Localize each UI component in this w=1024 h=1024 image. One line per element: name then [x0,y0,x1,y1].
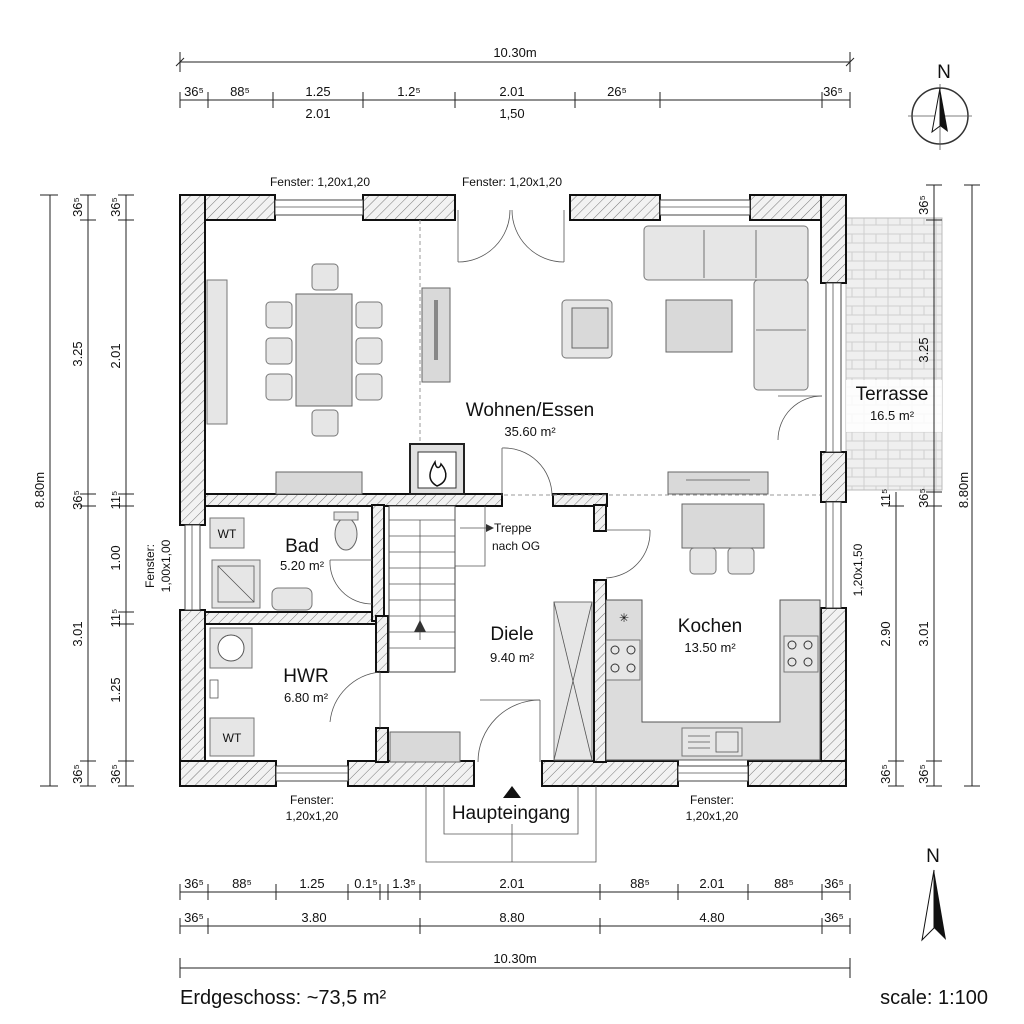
right-outer-1: 36⁵ [916,195,931,215]
room-hwr-area: 6.80 m² [284,690,329,705]
right-total-dimension: 8.80m [956,472,971,508]
entrance-label: Haupteingang [452,803,570,824]
window-label-bottom-right-1: Fenster: [690,793,734,807]
kitchen-fixtures: ✳ [605,503,821,761]
right-window-dimension: 1,20x1,50 [851,543,865,596]
top-dimensions: 10.30m 36⁵ 88⁵ 1.25 1.2⁵ 2.01 26⁵ 36⁵ 2.… [175,45,855,121]
floor-title: Erdgeschoss: ~73,5 m² [180,987,387,1009]
svg-text:✳: ✳ [619,611,629,625]
right-dimensions: 8.80m 36⁵ 3.25 11⁵ 3.01 36⁵ 36⁵ 2.90 36⁵… [851,184,980,787]
left-outer-1: 36⁵ [70,197,85,217]
doors [329,209,823,763]
bottom-dim-10: 36⁵ [824,876,844,891]
right-outer-3: 11⁵ [878,489,893,508]
top-dim-1: 36⁵ [184,84,204,99]
bottom-dim-12: 3.80 [301,910,326,925]
bottom-dim-7: 88⁵ [630,876,650,891]
left-inner-7: 36⁵ [108,764,123,784]
room-kochen-area: 13.50 m² [684,640,736,655]
bottom-dim-3: 1.25 [299,876,324,891]
right-outer-2: 3.25 [916,337,931,362]
top-dim-9: 1,50 [499,106,524,121]
right-inner-1: 36⁵ [916,488,931,508]
left-total-dimension: 8.80m [32,472,47,508]
room-wohnen-name: Wohnen/Essen [466,400,595,421]
right-inner-2: 2.90 [878,621,893,646]
right-outer-5: 36⁵ [916,764,931,784]
top-dim-2: 88⁵ [230,84,250,99]
window-label-left-2: 1,00x1,00 [159,539,173,592]
north-label-bottom: N [926,846,940,867]
bottom-dim-4: 0.1⁵ [354,876,377,891]
room-diele-area: 9.40 m² [490,650,535,665]
stairs-label-2: nach OG [492,539,540,553]
top-dim-5: 2.01 [499,84,524,99]
fireplace-icon [409,443,465,495]
bathroom-fixtures: WT [209,511,359,611]
terrace-name: Terrasse [856,384,929,405]
window-label-top-mid: Fenster: 1,20x1,20 [462,175,562,189]
room-bad-name: Bad [285,536,319,557]
window-label-top-left: Fenster: 1,20x1,20 [270,175,370,189]
north-arrow-top: N [908,62,972,150]
top-total-dimension: 10.30m [493,45,536,60]
bottom-total-dimension: 10.30m [493,951,536,966]
right-outer-4: 3.01 [916,621,931,646]
left-inner-5: 11⁵ [108,609,123,628]
left-outer-2: 3.25 [70,341,85,366]
left-inner-4: 1.00 [108,545,123,570]
top-dim-6: 26⁵ [607,84,627,99]
left-inner-2: 2.01 [108,343,123,368]
window-label-bottom-left-2: 1,20x1,20 [286,809,339,823]
terrace: Terrasse 16.5 m² [845,217,943,491]
window-label-left-1: Fenster: [143,544,157,588]
window-label-bottom-left-1: Fenster: [290,793,334,807]
terrace-area: 16.5 m² [870,408,915,423]
main-entrance: Haupteingang [425,786,597,863]
bottom-dimensions: 36⁵ 88⁵ 1.25 0.1⁵ 1.3⁵ 2.01 88⁵ 2.01 88⁵… [179,876,851,978]
windows [184,199,842,782]
living-area [561,225,809,495]
bottom-dim-5: 1.3⁵ [392,876,415,891]
room-diele-name: Diele [490,624,533,645]
north-arrow-bottom: N [921,846,946,942]
stairs-label-1: Treppe [494,521,532,535]
wt-label-1: WT [218,527,237,541]
bottom-dim-8: 2.01 [699,876,724,891]
left-inner-3: 11⁵ [108,491,123,510]
bottom-dim-9: 88⁵ [774,876,794,891]
room-kochen-name: Kochen [678,616,742,637]
window-label-bottom-right-2: 1,20x1,20 [686,809,739,823]
left-dimensions: 8.80m 36⁵ 3.25 36⁵ 3.01 36⁵ 36⁵ 2.01 11⁵… [32,194,134,787]
hall-furniture [389,601,593,763]
bottom-dim-1: 36⁵ [184,876,204,891]
bottom-dim-11: 36⁵ [184,910,204,925]
bottom-dim-6: 2.01 [499,876,524,891]
bottom-dim-15: 36⁵ [824,910,844,925]
left-outer-5: 36⁵ [70,764,85,784]
dining-area [206,263,451,495]
room-bad-area: 5.20 m² [280,558,325,573]
top-dim-8: 2.01 [305,106,330,121]
bottom-dim-13: 8.80 [499,910,524,925]
left-inner-1: 36⁵ [108,197,123,217]
top-dim-7: 36⁵ [823,84,843,99]
room-wohnen-area: 35.60 m² [504,424,556,439]
staircase: Treppe nach OG [388,505,540,673]
scale-label: scale: 1:100 [880,987,988,1009]
right-inner-3: 36⁵ [878,764,893,784]
north-label-top: N [937,62,951,83]
left-inner-6: 1.25 [108,677,123,702]
bottom-dim-2: 88⁵ [232,876,252,891]
top-dim-4: 1.2⁵ [397,84,420,99]
left-outer-3: 36⁵ [70,490,85,510]
room-hwr-name: HWR [283,666,328,687]
top-dim-3: 1.25 [305,84,330,99]
bottom-dim-14: 4.80 [699,910,724,925]
utility-room-fixtures: WT [209,627,255,757]
wt-label-2: WT [223,731,242,745]
left-outer-4: 3.01 [70,621,85,646]
